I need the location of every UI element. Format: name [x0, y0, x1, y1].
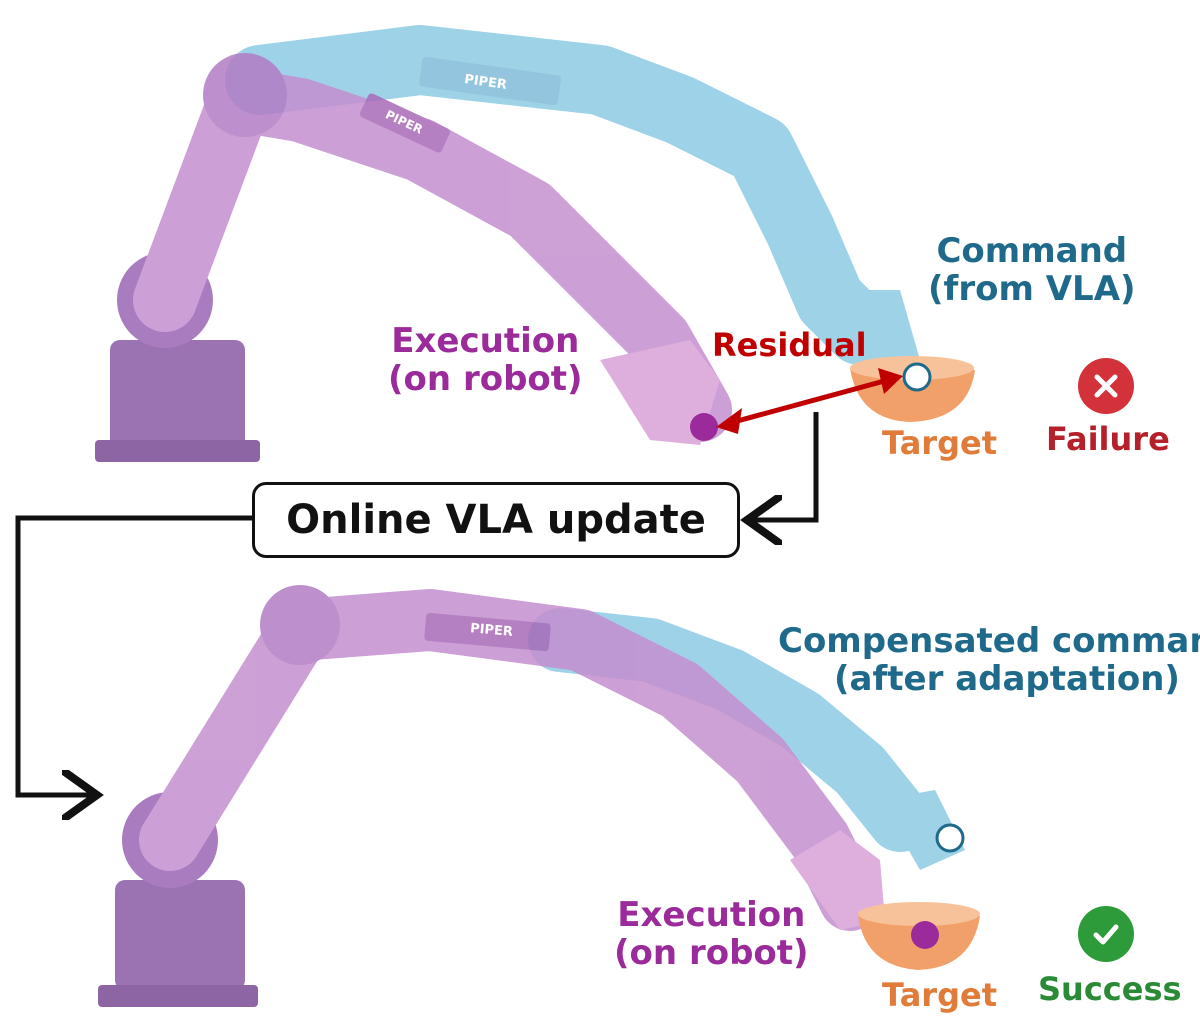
bottom-command-subtitle: (after adaptation) — [834, 659, 1180, 699]
bottom-target-label: Target — [882, 976, 997, 1014]
top-execution-title: Execution — [391, 321, 580, 361]
success-icon — [1078, 906, 1134, 962]
bottom-command-label: Compensated command (after adaptation) — [778, 622, 1200, 698]
bottom-execution-label: Execution (on robot) — [614, 896, 809, 972]
top-target-label: Target — [882, 424, 997, 462]
residual-label: Residual — [712, 326, 867, 364]
success-label: Success — [1038, 970, 1182, 1008]
residual-arrow — [716, 368, 903, 434]
top-command-subtitle: (from VLA) — [928, 269, 1136, 310]
top-execution-subtitle: (on robot) — [388, 359, 583, 400]
top-robot-execution — [95, 53, 732, 462]
bottom-command-point — [935, 823, 965, 853]
failure-label: Failure — [1046, 420, 1170, 458]
bottom-execution-title: Execution — [617, 895, 806, 935]
top-command-title: Command — [936, 231, 1128, 271]
bottom-execution-point — [911, 921, 939, 949]
failure-icon — [1078, 358, 1134, 414]
top-execution-point — [690, 413, 718, 441]
top-command-point — [902, 362, 932, 392]
deploy-arrow — [15, 515, 252, 795]
top-command-label: Command (from VLA) — [928, 232, 1136, 308]
bottom-execution-subtitle: (on robot) — [614, 933, 809, 974]
bottom-command-title: Compensated command — [778, 622, 1200, 661]
bottom-robot-execution — [98, 585, 885, 1007]
top-execution-label: Execution (on robot) — [388, 322, 583, 398]
feedback-arrow — [752, 412, 819, 520]
online-vla-update-box: Online VLA update — [252, 482, 740, 558]
